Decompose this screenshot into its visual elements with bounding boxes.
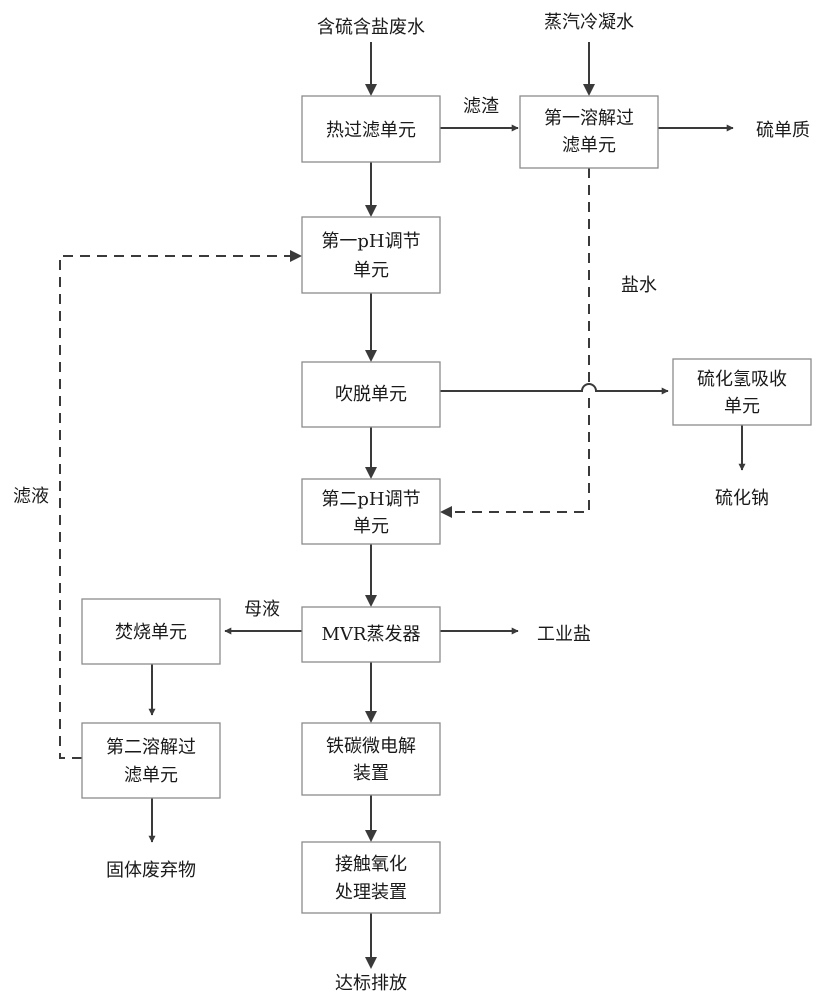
down-arrowheads — [365, 84, 595, 969]
output-solid-waste: 固体废弃物 — [106, 860, 196, 881]
flow-label-brine: 盐水 — [621, 275, 657, 296]
flow-label-mother-liquor: 母液 — [244, 599, 280, 620]
unit-mvr-evaporator: MVR蒸发器 — [301, 606, 441, 663]
unit-stripping: 吹脱单元 — [301, 361, 441, 428]
unit-second-dissolve-filter-label-1: 第二溶解过 — [106, 737, 196, 758]
flow-label-filtrate: 滤液 — [13, 486, 49, 507]
unit-h2s-absorb-label-1: 硫化氢吸收 — [697, 369, 787, 390]
unit-first-ph-adjust: 第一pH调节 单元 — [301, 216, 441, 294]
dashed-connectors — [59, 168, 590, 759]
dashed-filtrate-to-ph1 — [59, 255, 292, 759]
unit-incineration-label: 焚烧单元 — [115, 622, 187, 643]
unit-h2s-absorb: 硫化氢吸收 单元 — [672, 358, 812, 426]
unit-contact-oxidation-label-1: 接触氧化 — [335, 854, 407, 875]
output-discharge: 达标排放 — [335, 973, 407, 994]
unit-stripping-label: 吹脱单元 — [335, 384, 407, 405]
output-industrial-salt: 工业盐 — [537, 624, 591, 645]
unit-first-dissolve-filter-label-2: 滤单元 — [562, 135, 616, 156]
input-wastewater: 含硫含盐废水 — [317, 17, 425, 38]
unit-first-dissolve-filter-label-1: 第一溶解过 — [544, 108, 634, 129]
unit-second-dissolve-filter: 第二溶解过 滤单元 — [81, 722, 221, 799]
unit-first-ph-adjust-label-2: 单元 — [353, 260, 389, 281]
unit-second-ph-adjust-label-2: 单元 — [353, 516, 389, 537]
unit-fe-c-label-2: 装置 — [353, 763, 389, 784]
output-sodium-sulfide: 硫化钠 — [715, 488, 769, 509]
input-steam-condensate: 蒸汽冷凝水 — [544, 12, 634, 33]
unit-hot-filter: 热过滤单元 — [301, 95, 441, 163]
unit-second-ph-adjust: 第二pH调节 单元 — [301, 478, 441, 545]
dashed-brine-to-ph2 — [450, 398, 590, 513]
unit-hot-filter-label: 热过滤单元 — [326, 120, 416, 141]
flow-label-filter-residue: 滤渣 — [463, 96, 499, 117]
unit-fe-c-microelectrolysis: 铁碳微电解 装置 — [301, 722, 441, 796]
output-sulfur: 硫单质 — [756, 120, 810, 141]
unit-second-ph-adjust-label-1: 第二pH调节 — [321, 489, 420, 510]
unit-h2s-absorb-label-2: 单元 — [724, 396, 760, 417]
unit-contact-oxidation: 接触氧化 处理装置 — [301, 841, 441, 914]
unit-first-dissolve-filter: 第一溶解过 滤单元 — [519, 95, 659, 169]
unit-second-dissolve-filter-label-2: 滤单元 — [124, 765, 178, 786]
arrow-stripping-to-h2s-absorb — [440, 383, 669, 395]
unit-contact-oxidation-label-2: 处理装置 — [335, 882, 407, 903]
unit-fe-c-label-1: 铁碳微电解 — [326, 736, 416, 757]
unit-incineration: 焚烧单元 — [81, 598, 221, 665]
unit-mvr-evaporator-label: MVR蒸发器 — [322, 624, 421, 645]
unit-first-ph-adjust-label-1: 第一pH调节 — [321, 231, 420, 252]
solid-connectors — [148, 42, 746, 961]
